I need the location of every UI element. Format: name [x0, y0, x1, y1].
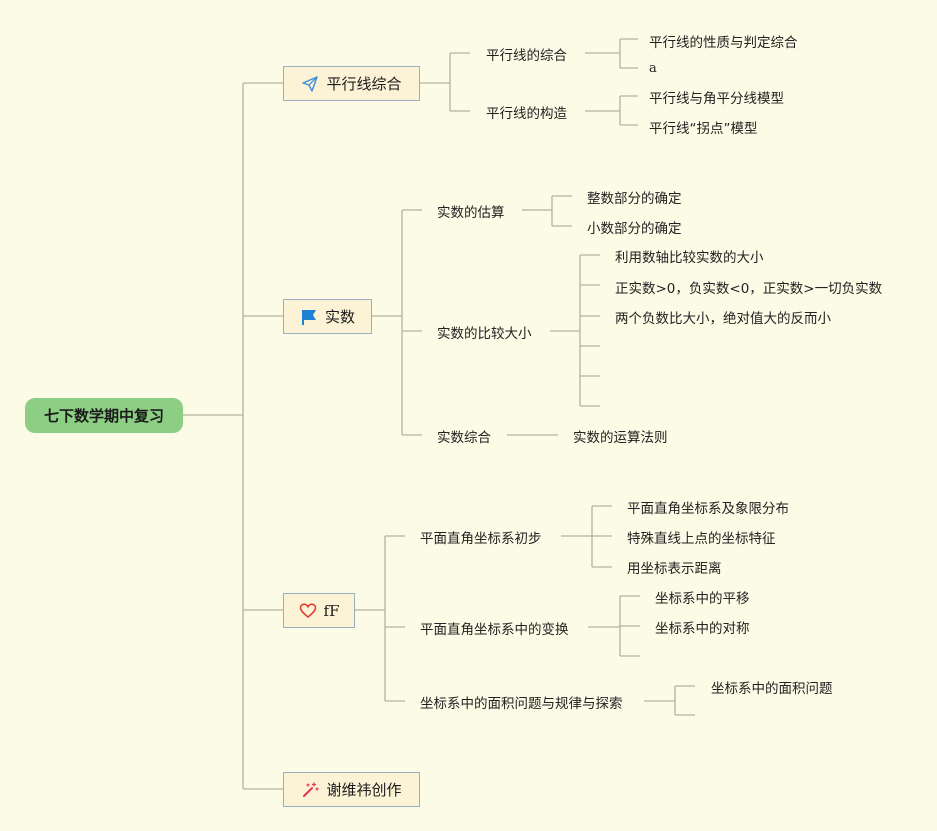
branch-label: fF	[323, 601, 340, 620]
topic-parallel-construction[interactable]: 平行线的构造	[486, 106, 567, 122]
leaf-item[interactable]: 特殊直线上点的坐标特征	[627, 531, 776, 547]
leaf-item[interactable]: 平面直角坐标系及象限分布	[627, 501, 789, 517]
leaf-item[interactable]: 平行线的性质与判定综合	[649, 35, 798, 51]
root-label: 七下数学期中复习	[43, 407, 164, 425]
branch-coordinates[interactable]: fF	[283, 593, 355, 628]
leaf-item[interactable]: a	[649, 61, 657, 76]
topic-real-compare[interactable]: 实数的比较大小	[437, 326, 532, 342]
topic-coord-basics[interactable]: 平面直角坐标系初步	[420, 531, 542, 547]
heart-icon	[299, 602, 317, 620]
branch-parallel-lines[interactable]: 平行线综合	[283, 66, 420, 101]
blue-flag-icon	[300, 308, 318, 326]
leaf-item[interactable]: 坐标系中的对称	[655, 621, 750, 637]
leaf-item[interactable]: 实数的运算法则	[573, 430, 668, 446]
topic-coord-transform[interactable]: 平面直角坐标系中的变换	[420, 622, 569, 638]
branch-label: 实数	[324, 308, 355, 326]
topic-real-synthesis[interactable]: 实数综合	[437, 430, 491, 446]
paper-plane-icon	[301, 75, 319, 93]
leaf-item[interactable]: 坐标系中的面积问题	[711, 681, 833, 697]
leaf-item[interactable]: 用坐标表示距离	[627, 561, 722, 577]
topic-real-estimation[interactable]: 实数的估算	[437, 205, 505, 221]
topic-coord-area[interactable]: 坐标系中的面积问题与规律与探索	[420, 696, 623, 712]
leaf-item[interactable]: 平行线“拐点”模型	[649, 121, 758, 137]
magic-wand-icon	[301, 781, 320, 799]
branch-label: 谢维祎创作	[326, 781, 402, 799]
leaf-item[interactable]: 小数部分的确定	[587, 221, 682, 237]
branch-label: 平行线综合	[326, 75, 402, 93]
leaf-item[interactable]: 平行线与角平分线模型	[649, 91, 784, 107]
branch-real-numbers[interactable]: 实数	[283, 299, 372, 334]
topic-parallel-synthesis[interactable]: 平行线的综合	[486, 48, 567, 64]
root-node[interactable]: 七下数学期中复习	[25, 398, 183, 433]
leaf-item[interactable]: 整数部分的确定	[587, 191, 682, 207]
leaf-item[interactable]: 正实数>0，负实数<0，正实数>一切负实数	[615, 281, 883, 297]
branch-author[interactable]: 谢维祎创作	[283, 772, 420, 807]
leaf-item[interactable]: 两个负数比大小，绝对值大的反而小	[615, 311, 831, 327]
leaf-item[interactable]: 坐标系中的平移	[655, 591, 750, 607]
leaf-item[interactable]: 利用数轴比较实数的大小	[615, 250, 764, 266]
